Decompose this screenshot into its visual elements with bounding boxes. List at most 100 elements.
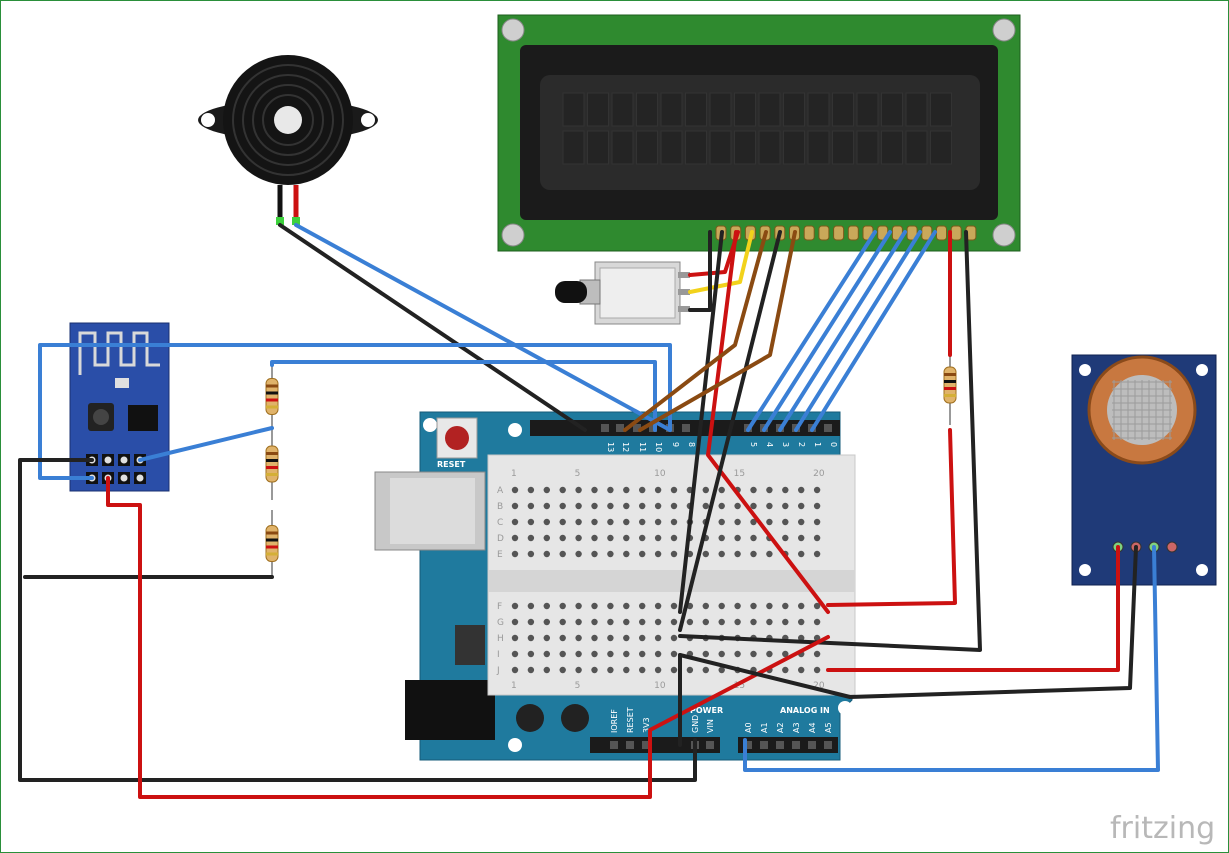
esp-pin <box>120 474 128 482</box>
lcd-char-cell <box>930 130 952 165</box>
breadboard-hole <box>543 486 550 494</box>
breadboard-hole <box>607 634 614 642</box>
breadboard-hole <box>702 550 709 558</box>
breadboard-hole <box>575 486 582 494</box>
wire-lcd-backlight-r <box>826 428 957 607</box>
power-pin-label: GND <box>691 715 700 733</box>
wire-buzzer-signal <box>294 223 672 432</box>
breadboard-hole <box>559 550 566 558</box>
breadboard-hole <box>607 502 614 510</box>
resistor-band <box>266 466 278 469</box>
wire-lcd-d4 <box>746 230 877 432</box>
breadboard-hole <box>607 650 614 658</box>
breadboard-hole <box>639 634 646 642</box>
breadboard-hole <box>813 618 821 626</box>
breadboard-hole <box>607 550 614 558</box>
wire-lcd-backlight-k <box>678 230 982 652</box>
analog-pin <box>808 741 816 749</box>
breadboard-hole <box>559 534 566 542</box>
breadboard-hole <box>654 650 662 658</box>
lcd-char-cell <box>587 92 609 127</box>
lcd-char-cell <box>832 130 854 165</box>
analog-header-label: ANALOG IN <box>780 706 830 715</box>
lcd-char-cell <box>611 130 634 165</box>
lcd-char-cell <box>758 92 781 127</box>
breadboard-hole <box>734 602 741 610</box>
breadboard-hole <box>543 634 550 642</box>
resistor-body <box>265 378 279 415</box>
breadboard-hole <box>543 650 550 658</box>
breadboard-hole <box>527 550 535 558</box>
wire-divider-top <box>270 360 657 432</box>
breadboard-hole <box>734 618 741 626</box>
breadboard-hole <box>654 666 662 674</box>
lcd-char-cell <box>905 92 928 127</box>
breadboard-column-number: 10 <box>654 469 666 479</box>
breadboard-hole <box>591 534 598 542</box>
digital-pin-label: 3 <box>781 442 790 447</box>
breadboard-hole <box>623 634 630 642</box>
breadboard-row-letter: I <box>497 650 500 660</box>
resistor-band <box>266 538 278 542</box>
breadboard-hole <box>654 550 662 558</box>
breadboard-hole <box>511 518 519 526</box>
breadboard-hole <box>591 550 598 558</box>
resistor-band <box>266 398 278 402</box>
digital-pin-label: 11 <box>638 442 647 452</box>
breadboard-hole <box>543 518 550 526</box>
esp8266-module <box>69 322 170 492</box>
breadboard-column-number: 20 <box>813 681 825 691</box>
breadboard-hole <box>750 534 757 542</box>
breadboard-hole <box>623 618 630 626</box>
lcd-pin <box>803 225 815 241</box>
breadboard-hole <box>511 634 519 642</box>
breadboard-hole <box>750 602 757 610</box>
breadboard-hole <box>543 502 550 510</box>
breadboard-hole <box>686 666 694 674</box>
breadboard-hole <box>782 650 789 658</box>
wire-lcd-en <box>638 230 797 432</box>
lcd-pin <box>950 225 962 241</box>
lcd-char-cell <box>709 130 732 165</box>
power-pin-label: 3V3 <box>642 717 651 733</box>
breadboard-hole <box>750 650 757 658</box>
breadboard-hole <box>766 550 773 558</box>
breadboard-column-number: 15 <box>734 469 745 479</box>
breadboard-hole <box>718 534 725 542</box>
breadboard-hole <box>766 502 773 510</box>
lcd-char-cell <box>734 130 756 165</box>
breadboard-hole <box>813 534 821 542</box>
breadboard-hole <box>813 502 821 510</box>
lcd-char-cell <box>832 92 854 127</box>
breadboard-hole <box>798 602 805 610</box>
lcd-module <box>497 14 1021 252</box>
breadboard-hole <box>559 602 566 610</box>
wire-bb-gnd-sensor <box>678 545 1138 699</box>
breadboard-hole <box>702 602 709 610</box>
breadboard-hole <box>559 502 566 510</box>
breadboard-hole <box>670 550 678 558</box>
breadboard-hole <box>575 550 582 558</box>
breadboard-hole <box>527 518 535 526</box>
breadboard-hole <box>623 666 630 674</box>
lcd-char-cell <box>636 92 658 127</box>
breadboard-column-number: 1 <box>511 469 517 479</box>
breadboard-hole <box>575 534 582 542</box>
breadboard-hole <box>591 502 598 510</box>
breadboard-hole <box>813 518 821 526</box>
lcd-pin <box>921 225 933 241</box>
breadboard-row-letter: B <box>497 502 503 512</box>
breadboard-hole <box>559 650 566 658</box>
wire-lcd-vcc-bb <box>706 230 830 614</box>
analog-pin-label: A3 <box>792 722 801 733</box>
lcd-pin <box>833 225 845 241</box>
breadboard-hole <box>559 618 566 626</box>
breadboard-hole <box>798 618 805 626</box>
lcd-pin <box>847 225 859 241</box>
fritzing-logo-text: fritzing <box>1110 811 1215 846</box>
lcd-char-cell <box>807 130 830 165</box>
digital-pin-label: 9 <box>671 442 680 447</box>
analog-pin-label: A5 <box>824 722 833 733</box>
